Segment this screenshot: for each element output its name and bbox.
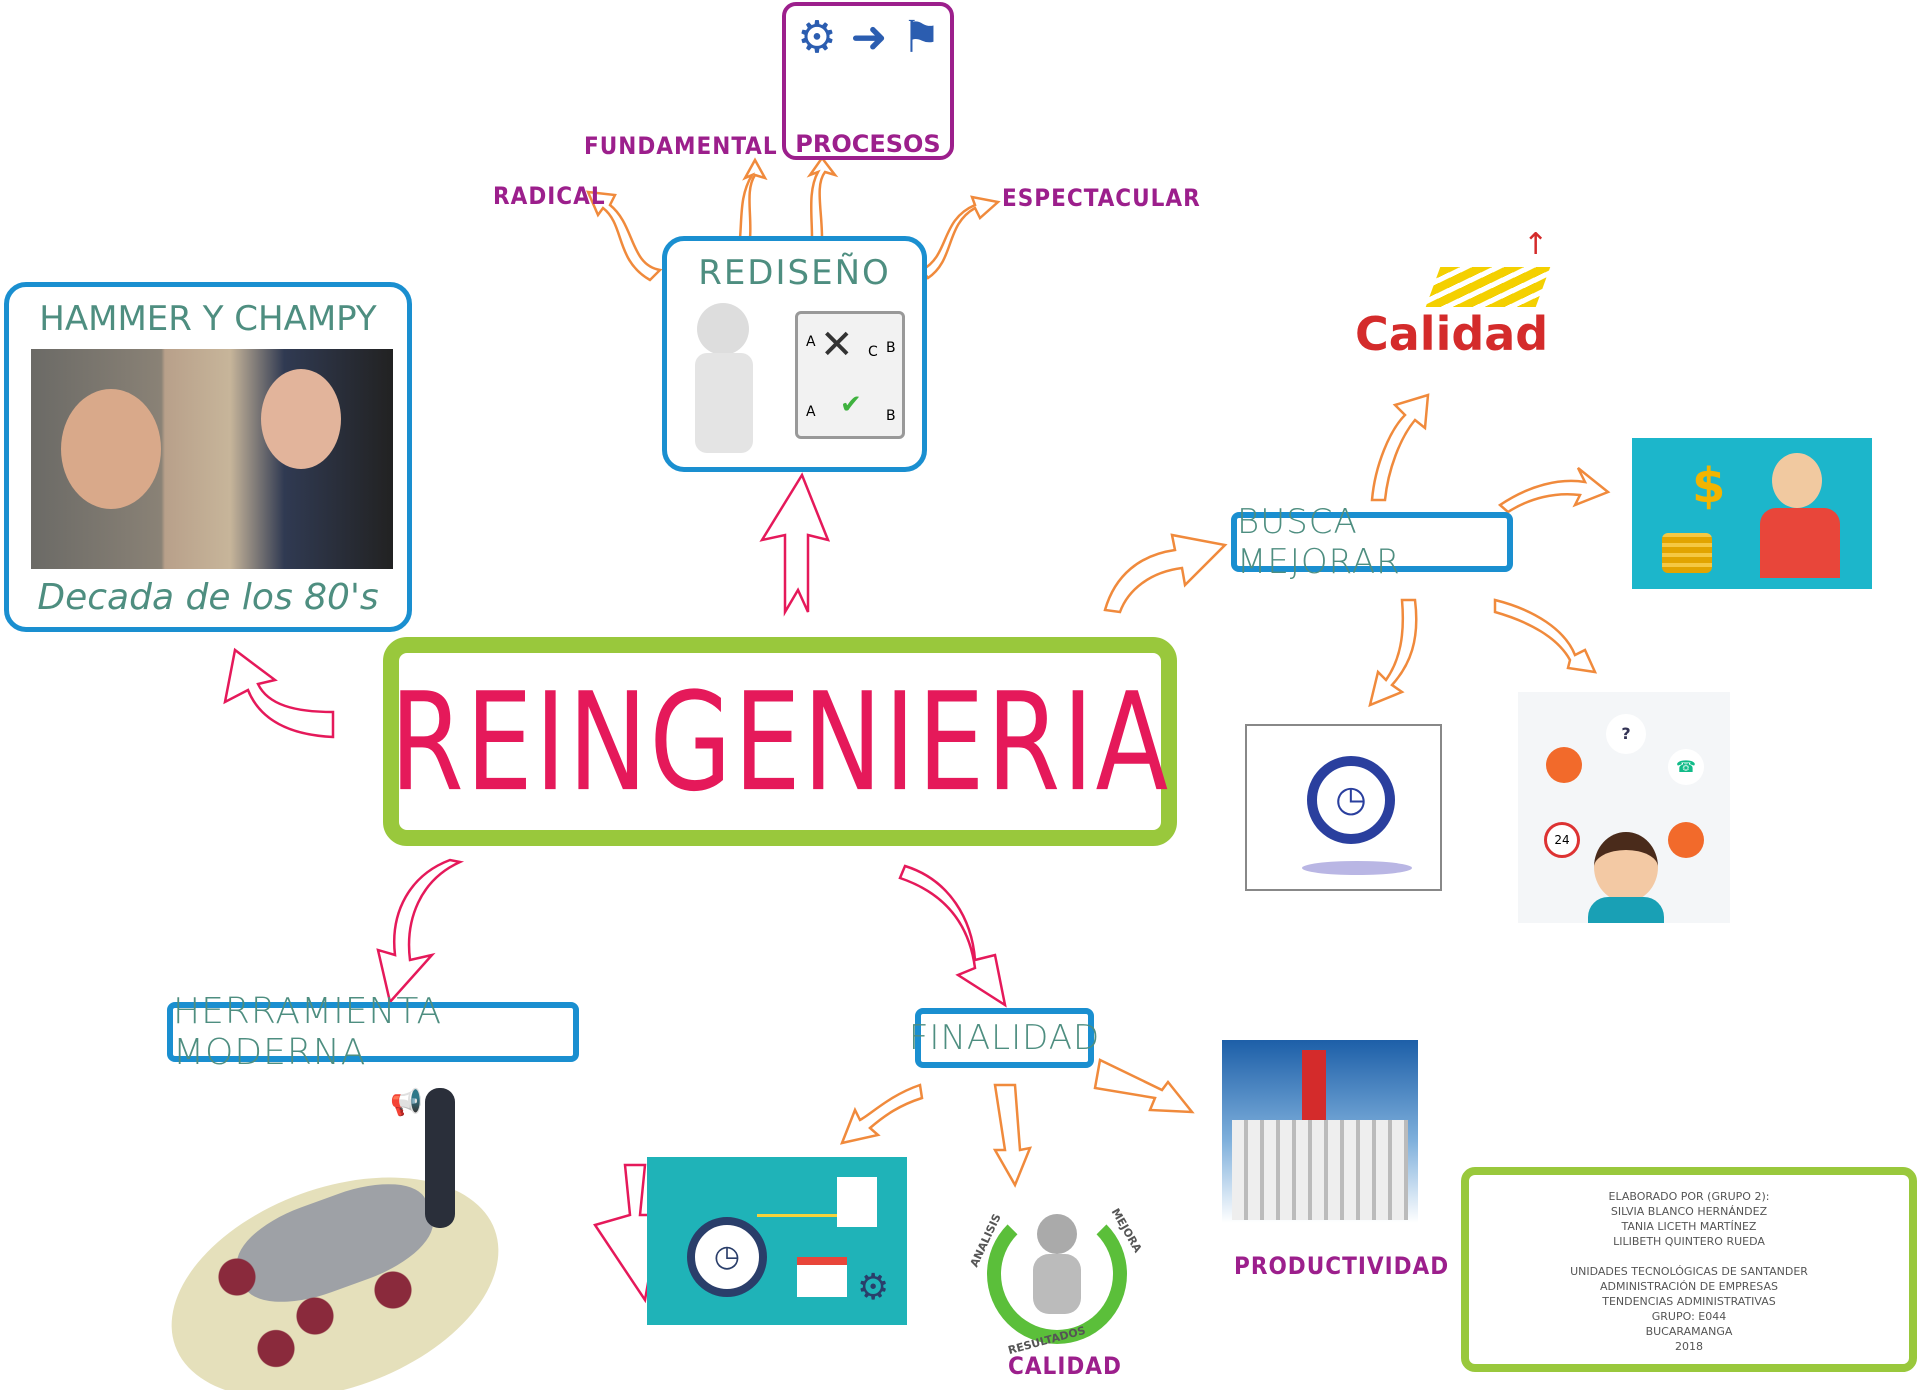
productivity-tech-image: ◷ ⚙ xyxy=(647,1157,907,1325)
arrow-to-processes xyxy=(806,155,839,240)
chart-icon xyxy=(757,1177,837,1217)
board-label: C xyxy=(868,344,878,360)
board-label: B xyxy=(886,340,896,356)
arrow-to-service xyxy=(1493,598,1598,674)
question-icon: ? xyxy=(1606,714,1646,754)
document-icon xyxy=(837,1177,877,1227)
browser-icon xyxy=(797,1257,847,1297)
check-icon: ✔ xyxy=(840,390,862,420)
meeting-image: 📢 xyxy=(165,1078,510,1390)
person-icon xyxy=(1772,453,1822,508)
credits-line xyxy=(1469,1249,1909,1264)
authors-box: HAMMER Y CHAMPY Decada de los 80's xyxy=(4,282,412,632)
productivity-arrows-image xyxy=(1222,1040,1418,1223)
credits-line: GRUPO: E044 xyxy=(1651,1310,1727,1323)
smile-icon xyxy=(1546,747,1582,783)
arrow-to-espectacular xyxy=(920,195,1001,280)
quality-cycle-image: ANALISIS MEJORA RESULTADOS xyxy=(967,1194,1145,1359)
arrow-to-teal-image xyxy=(593,1163,662,1304)
attribute-fundamental: FUNDAMENTAL xyxy=(584,132,778,160)
credits-line: ELABORADO POR (GRUPO 2): xyxy=(1608,1190,1770,1203)
credits-line: SILVIA BLANCO HERNÁNDEZ xyxy=(1610,1205,1768,1218)
running-figure xyxy=(1037,1214,1077,1254)
arrow-to-stopwatch xyxy=(1368,598,1418,708)
credits-line: TANIA LICETH MARTÍNEZ xyxy=(1621,1220,1757,1233)
credits-line: BUCARAMANGA xyxy=(1645,1325,1733,1338)
credits-line: ADMINISTRACIÓN DE EMPRESAS xyxy=(1599,1280,1779,1293)
phone-icon: ☎ xyxy=(1668,749,1704,785)
arrow-to-radical xyxy=(585,190,663,282)
arrow-to-tool xyxy=(376,858,465,1005)
quality-label: CALIDAD xyxy=(1008,1352,1122,1380)
dollar-icon: $ xyxy=(1692,458,1726,514)
agent-avatar xyxy=(1594,832,1658,902)
arrow-to-purpose xyxy=(898,864,1007,1008)
arrow-to-productivity xyxy=(1093,1058,1195,1114)
stopwatch-image: ◷ xyxy=(1245,724,1442,891)
board-label: A xyxy=(806,334,816,350)
central-title: REINGENIERIA xyxy=(389,662,1171,821)
white-arrows xyxy=(1232,1120,1408,1220)
coins-icon xyxy=(1662,533,1712,573)
arrow-to-seeks xyxy=(1103,533,1228,614)
quality-logo-text: Calidad xyxy=(1355,307,1549,361)
arrow-to-teal-from-purpose xyxy=(839,1083,924,1145)
credits-box: ELABORADO POR (GRUPO 2): SILVIA BLANCO H… xyxy=(1461,1167,1917,1372)
attribute-espectacular: ESPECTACULAR xyxy=(1002,184,1201,212)
arrow-to-authors xyxy=(223,647,335,739)
customer-service-image: ? ☎ 24 xyxy=(1518,692,1730,923)
stairs-icon xyxy=(1425,267,1551,307)
whiteboard: A B C ✕ A ✔ B xyxy=(795,311,905,439)
redesign-title: REDISEÑO xyxy=(698,253,891,293)
arrow-to-redesign xyxy=(759,472,831,617)
authors-photo xyxy=(31,349,393,569)
shadow xyxy=(1302,861,1412,875)
person-shirt xyxy=(1760,508,1840,578)
seeks-label: BUSCA MEJORAR xyxy=(1231,502,1513,582)
tool-label: HERRAMIENTA MODERNA xyxy=(167,991,579,1073)
credits-line: TENDENCIAS ADMINISTRATIVAS xyxy=(1602,1295,1776,1308)
stopwatch-icon: ◷ xyxy=(1307,756,1395,844)
arrow-to-fundamental xyxy=(738,157,768,240)
hand-stopwatch-icon: ◷ xyxy=(687,1217,767,1297)
megaphone-icon: 📢 xyxy=(390,1088,423,1118)
speaker-figure xyxy=(425,1088,455,1228)
board-label: B xyxy=(886,408,896,424)
24h-icon: 24 xyxy=(1544,822,1580,858)
arrow-to-money xyxy=(1497,467,1611,514)
gear-icon: ⚙ xyxy=(857,1267,890,1308)
attribute-radical: RADICAL xyxy=(493,182,606,210)
running-body xyxy=(1033,1254,1081,1314)
credits-line: 2018 xyxy=(1675,1340,1703,1353)
productivity-label: PRODUCTIVIDAD xyxy=(1234,1252,1450,1280)
money-laptop-image: $ xyxy=(1632,438,1872,589)
presenter-figure xyxy=(697,303,749,355)
arrow-to-quality-cycle xyxy=(992,1083,1033,1188)
author-face-champy xyxy=(261,369,341,469)
agent-body xyxy=(1588,897,1664,923)
processes-box: ⚙ ➜ ⚑ PROCESOS xyxy=(782,2,954,160)
quality-logo: ↑ Calidad xyxy=(1353,227,1563,362)
authors-subtitle: Decada de los 80's xyxy=(37,577,379,618)
central-box: REINGENIERIA xyxy=(383,637,1177,846)
author-face-hammer xyxy=(61,389,161,509)
presenter-body xyxy=(695,353,753,453)
chairs xyxy=(185,1238,445,1368)
teamwork-gear-icon: ⚙ ➜ ⚑ xyxy=(797,12,941,63)
up-arrow-icon: ↑ xyxy=(1523,227,1549,262)
purpose-label: FINALIDAD xyxy=(909,1008,1099,1068)
cross-icon: ✕ xyxy=(820,322,854,368)
board-label: A xyxy=(806,404,816,420)
credits-line: LILIBETH QUINTERO RUEDA xyxy=(1613,1235,1765,1248)
credits-line: UNIDADES TECNOLÓGICAS DE SANTANDER xyxy=(1570,1265,1808,1278)
arrow-to-quality xyxy=(1370,393,1430,502)
authors-title: HAMMER Y CHAMPY xyxy=(39,299,377,339)
chat-icon xyxy=(1668,822,1704,858)
processes-title: PROCESOS xyxy=(795,130,941,158)
redesign-box: REDISEÑO A B C ✕ A ✔ B xyxy=(662,236,927,472)
